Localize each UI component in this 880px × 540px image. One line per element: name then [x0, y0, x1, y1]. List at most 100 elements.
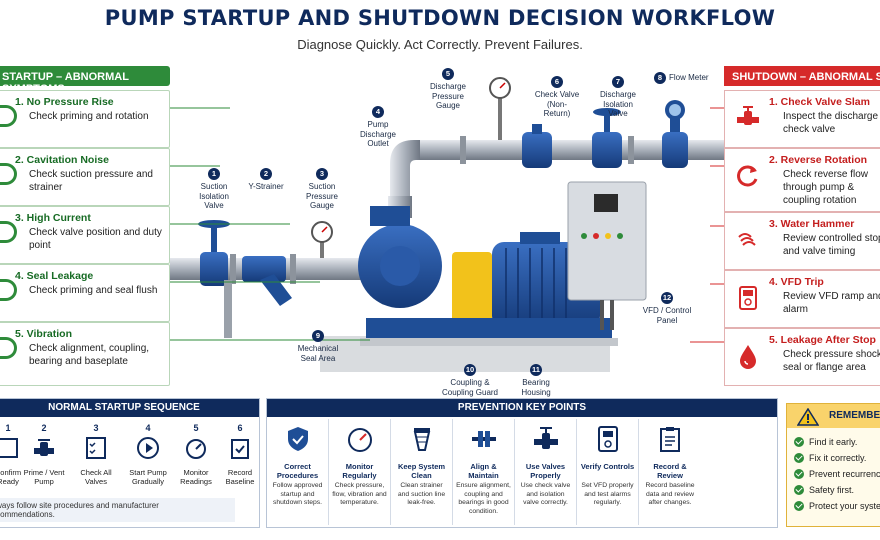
vfd-icon: [597, 426, 618, 452]
symptom-desc: Check valve position and duty point: [29, 227, 162, 251]
check-icon: [794, 469, 804, 479]
check-icon: [0, 438, 18, 458]
sequence-step: 2 Prime / Vent Pump: [23, 423, 65, 486]
symptom-desc: Check reverse flow through pump & coupli…: [783, 169, 869, 206]
remember-box: REMEMBER Find it early. Fix it correctly…: [786, 403, 880, 527]
drop-icon: [740, 345, 756, 369]
check-valve-icon: [522, 124, 552, 168]
remember-item: Prevent recurrence.: [787, 466, 880, 482]
startup-symptoms-header: STARTUP – ABNORMAL SYMPTOMS: [0, 66, 170, 95]
symptom-title: 4. Seal Leakage: [15, 270, 94, 282]
gauge-icon: [347, 428, 372, 452]
shutdown-symptoms-header: SHUTDOWN – ABNORMAL SYMPTOMS: [724, 66, 880, 86]
valve-icon: [34, 439, 54, 456]
pump-casing-icon: [358, 206, 442, 308]
page-title: PUMP STARTUP AND SHUTDOWN DECISION WORKF…: [104, 6, 776, 30]
startup-symptom-card: 2. Cavitation Noise Check suction pressu…: [0, 148, 170, 206]
checklist-icon: [86, 437, 106, 459]
play-icon: [137, 437, 159, 459]
remember-header: REMEMBER: [787, 404, 880, 428]
valve-icon: [737, 106, 759, 125]
discharge-isolation-valve-icon: [592, 108, 622, 168]
y-strainer-icon: [242, 256, 292, 306]
hammer-wave-icon: [738, 233, 756, 246]
shutdown-symptom-card: 1. Check Valve Slam Inspect the discharg…: [724, 90, 880, 148]
symptom-title: 3. Water Hammer: [769, 218, 855, 230]
prevention-header: PREVENTION KEY POINTS: [267, 399, 777, 417]
symptom-desc: Check priming and seal flush: [29, 285, 158, 296]
symptom-title: 5. Vibration: [15, 328, 72, 340]
baseplate: [366, 318, 612, 340]
vfd-icon: [739, 286, 757, 310]
strainer-icon: [413, 428, 430, 451]
flow-meter-icon: [662, 100, 688, 168]
remember-item: Protect your system.: [787, 498, 880, 514]
startup-symptom-card: 1. No Pressure Rise Check priming and ro…: [0, 90, 170, 148]
remember-item: Fix it correctly.: [787, 450, 880, 466]
symptom-title: 1. No Pressure Rise: [15, 96, 114, 108]
gauge-icon: [186, 439, 206, 459]
discharge-pipe: [410, 140, 726, 160]
prevention-box: PREVENTION KEY POINTS Correct Procedures…: [266, 398, 778, 528]
symptom-desc: Check alignment, coupling, bearing and b…: [29, 343, 150, 367]
control-panel-icon: [567, 181, 647, 330]
check-icon: [794, 437, 804, 447]
procedure-note: Always follow site procedures and manufa…: [0, 498, 235, 522]
sequence-step: 6 Record Baseline: [225, 423, 255, 486]
shutdown-symptom-card: 5. Leakage After Stop Check pressure sho…: [724, 328, 880, 386]
clipboard-icon: [660, 427, 680, 452]
symptom-desc: Inspect the discharge check valve: [783, 111, 879, 135]
symptom-title: 1. Check Valve Slam: [769, 96, 870, 108]
symptom-desc: Review VFD ramp and alarm: [783, 291, 880, 315]
check-icon: [794, 485, 804, 495]
coupling-icon: [471, 431, 496, 447]
startup-symptom-card: 3. High Current Check valve position and…: [0, 206, 170, 264]
remember-item: Safety first.: [787, 482, 880, 498]
shield-icon: [287, 427, 308, 451]
sequence-step: 1 Confirm Ready: [0, 423, 33, 486]
symptom-desc: Check priming and rotation: [29, 111, 149, 122]
startup-symptom-card: 5. Vibration Check alignment, coupling, …: [0, 322, 170, 386]
valve-icon: [533, 427, 558, 449]
symptom-title: 2. Reverse Rotation: [769, 154, 868, 166]
shutdown-symptoms-panel: SHUTDOWN – ABNORMAL SYMPTOMS 1. Check Va…: [724, 66, 880, 386]
sequence-step: 3 Check All Valves: [80, 423, 112, 486]
suction-valve-icon: [198, 220, 230, 286]
symptom-title: 2. Cavitation Noise: [15, 154, 109, 166]
pump-illustration: [170, 77, 726, 372]
startup-sequence-header: NORMAL STARTUP SEQUENCE: [0, 399, 259, 417]
sequence-step: 5 Monitor Readings: [180, 423, 212, 486]
shutdown-symptom-card: 4. VFD Trip Review VFD ramp and alarm: [724, 270, 880, 328]
symptom-desc: Check suction pressure and strainer: [29, 169, 153, 193]
check-icon: [794, 501, 804, 511]
drop-icon: [0, 279, 17, 301]
coupling-guard: [452, 252, 492, 326]
symptom-title: 5. Leakage After Stop: [769, 334, 876, 346]
sequence-step: 4 Start Pump Gradually: [129, 423, 167, 486]
vibration-icon: [0, 337, 17, 359]
shutdown-symptom-card: 3. Water Hammer Review controlled stop a…: [724, 212, 880, 270]
suction-gauge-icon: [311, 221, 333, 258]
startup-symptom-card: 4. Seal Leakage Check priming and seal f…: [0, 264, 170, 322]
symptom-desc: Check pressure shock, seal or flange are…: [783, 349, 880, 373]
gauge-icon: [0, 105, 17, 127]
startup-symptoms-panel: STARTUP – ABNORMAL SYMPTOMS 1. No Pressu…: [0, 66, 170, 386]
symptom-title: 3. High Current: [15, 212, 91, 224]
page-subtitle: Diagnose Quickly. Act Correctly. Prevent…: [297, 37, 583, 52]
reverse-arrow-icon: [737, 165, 758, 187]
check-icon: [794, 453, 804, 463]
